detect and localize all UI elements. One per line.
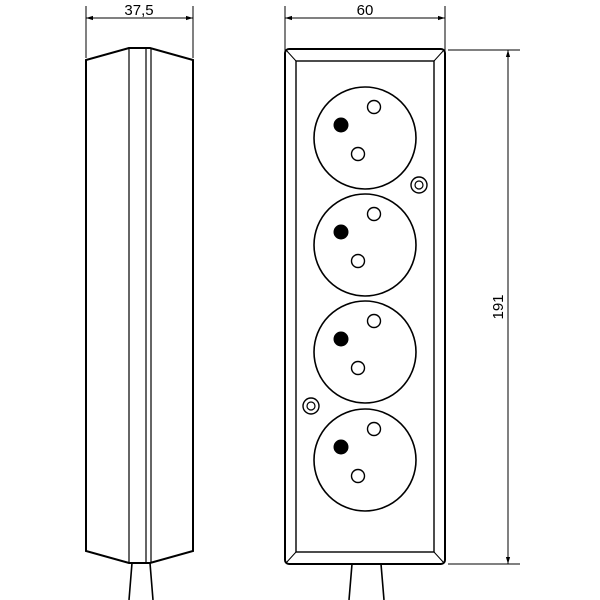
depth-dimension-label: 37,5 (124, 2, 153, 19)
socket-hole-bottom (350, 468, 366, 484)
socket-outlet (313, 300, 417, 404)
socket-rim (313, 408, 417, 512)
socket-hole-bottom (350, 360, 366, 376)
socket-hole-bottom (350, 146, 366, 162)
socket-outlet (313, 408, 417, 512)
width-dimension-label: 60 (357, 2, 374, 19)
socket-hole-bottom (350, 253, 366, 269)
socket-rim (313, 86, 417, 190)
bevel-top-left (285, 49, 297, 62)
socket-hole-top (366, 99, 382, 115)
front-view: 60 191 (284, 2, 520, 600)
bevel-top-right (433, 49, 445, 62)
earth-pin (333, 117, 349, 133)
socket-rim (313, 193, 417, 297)
side-view: 37,5 (85, 2, 194, 600)
earth-pin (333, 224, 349, 240)
side-cable-relief (128, 562, 154, 600)
height-dimension-label: 191 (490, 294, 507, 319)
socket-hole-top (366, 206, 382, 222)
side-body-outline (85, 47, 194, 564)
socket-hole-top (366, 421, 382, 437)
socket-hole-top (366, 313, 382, 329)
screw-top (410, 176, 428, 194)
socket-group (313, 86, 417, 512)
bevel-bottom-right (433, 551, 445, 564)
socket-outlet (313, 193, 417, 297)
screw-bottom (302, 397, 320, 415)
earth-pin (333, 331, 349, 347)
earth-pin (333, 439, 349, 455)
socket-outlet (313, 86, 417, 190)
socket-rim (313, 300, 417, 404)
front-body-outer (284, 48, 446, 565)
bevel-bottom-left (285, 551, 297, 564)
front-face-panel (295, 60, 435, 553)
front-cable-relief (348, 563, 385, 600)
